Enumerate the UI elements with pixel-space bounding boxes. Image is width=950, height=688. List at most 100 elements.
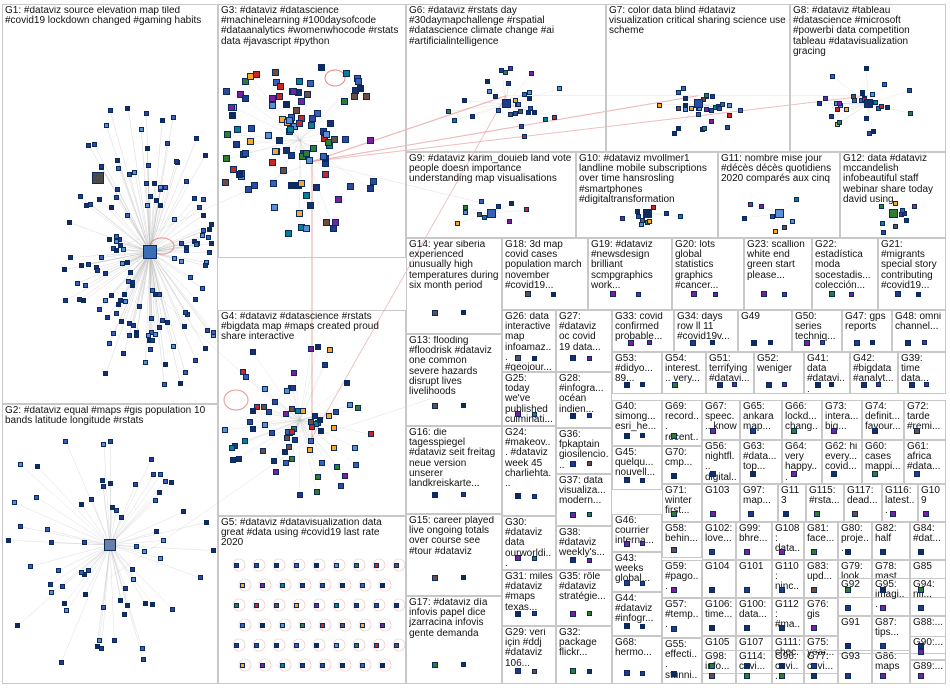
node-g103[interactable] [710,511,716,517]
node-g1[interactable] [79,263,84,268]
node-g8[interactable] [908,111,913,116]
node-g5[interactable] [394,643,399,648]
node-g3[interactable] [330,225,337,232]
node-g61[interactable] [914,471,920,477]
node-g3[interactable] [351,93,358,100]
node-g6[interactable] [526,110,531,115]
node-g1[interactable] [183,370,188,375]
node-g1[interactable] [207,227,212,232]
node-g2[interactable] [49,540,54,545]
node-g5[interactable] [300,583,305,588]
node-g47[interactable] [854,340,860,346]
node-g4[interactable] [314,489,320,495]
node-g1[interactable] [201,213,206,218]
node-g35[interactable] [570,611,576,617]
node-g5[interactable] [280,663,285,668]
node-g3[interactable] [303,192,310,199]
node-g17[interactable] [432,662,438,668]
node-g4[interactable] [342,473,348,479]
node-g29-b[interactable] [532,669,537,674]
node-g1[interactable] [123,299,128,304]
node-g4[interactable] [292,437,298,443]
node-g1[interactable] [145,203,150,208]
node-g3[interactable] [342,136,349,143]
node-g57[interactable] [671,626,677,632]
node-g1[interactable] [121,247,126,252]
node-g1[interactable] [163,185,168,190]
node-g86[interactable] [880,673,886,679]
node-g38-b[interactable] [587,558,592,563]
node-g4[interactable] [260,448,266,454]
node-g1[interactable] [86,143,91,148]
node-g8[interactable] [835,107,840,112]
node-g12[interactable] [904,218,909,223]
node-g12[interactable] [881,230,886,235]
node-g2[interactable] [125,603,130,608]
node-g1[interactable] [197,205,202,210]
node-g5[interactable] [394,563,399,568]
node-g5[interactable] [340,623,345,628]
node-g3[interactable] [327,120,334,127]
node-g4[interactable] [273,469,279,475]
node-g2[interactable] [15,623,20,628]
node-g1[interactable] [75,281,80,286]
node-g7[interactable] [710,94,715,99]
node-g1[interactable] [148,347,153,352]
node-g51-b[interactable] [732,382,737,387]
node-g113[interactable] [783,511,789,517]
node-g1[interactable] [137,304,142,309]
node-g4[interactable] [308,346,314,352]
node-g8[interactable] [851,94,856,99]
node-g5[interactable] [374,643,379,648]
node-g3[interactable] [303,150,310,157]
node-g26-b[interactable] [532,356,537,361]
node-g93[interactable] [845,673,851,679]
node-g3[interactable] [223,88,230,95]
node-g1[interactable] [144,181,149,186]
node-g5[interactable] [254,563,259,568]
node-g1[interactable] [174,159,179,164]
node-g2[interactable] [170,607,175,612]
node-g74[interactable] [872,428,878,434]
node-g15-b[interactable] [461,575,466,580]
node-g96[interactable] [779,673,785,679]
node-g5[interactable] [300,663,305,668]
node-g1[interactable] [132,170,137,175]
node-g51[interactable] [717,382,723,388]
node-g7[interactable] [727,103,732,108]
node-g2[interactable] [18,462,23,467]
node-g40[interactable] [624,433,630,439]
node-g3[interactable] [318,64,325,71]
node-g5[interactable] [240,663,245,668]
node-g5[interactable] [280,583,285,588]
node-g5[interactable] [234,603,239,608]
node-g6[interactable] [557,86,562,91]
node-g4[interactable] [250,408,256,414]
node-g2[interactable] [97,638,102,643]
node-g5[interactable] [294,643,299,648]
node-g109[interactable] [923,511,929,517]
node-g28[interactable] [570,413,576,419]
node-g39-b[interactable] [924,382,929,387]
node-g95[interactable] [880,605,886,611]
node-g1[interactable] [193,297,198,302]
node-g6[interactable] [508,66,513,71]
node-g34-b[interactable] [710,340,715,345]
node-g5[interactable] [394,603,399,608]
node-g1[interactable] [88,202,93,207]
node-g49-b[interactable] [768,340,773,345]
node-g70[interactable] [671,473,677,479]
node-g84[interactable] [918,549,924,555]
node-g5[interactable] [314,643,319,648]
node-g31[interactable] [515,611,521,617]
node-g73[interactable] [831,428,837,434]
node-g5[interactable] [340,583,345,588]
node-g7[interactable] [725,125,730,130]
node-g8[interactable] [817,101,822,106]
node-g99[interactable] [744,549,750,555]
node-g4[interactable] [347,402,353,408]
node-g53[interactable] [624,382,630,388]
node-g5[interactable] [354,603,359,608]
node-g7[interactable] [702,126,707,131]
node-g6[interactable] [552,115,557,120]
